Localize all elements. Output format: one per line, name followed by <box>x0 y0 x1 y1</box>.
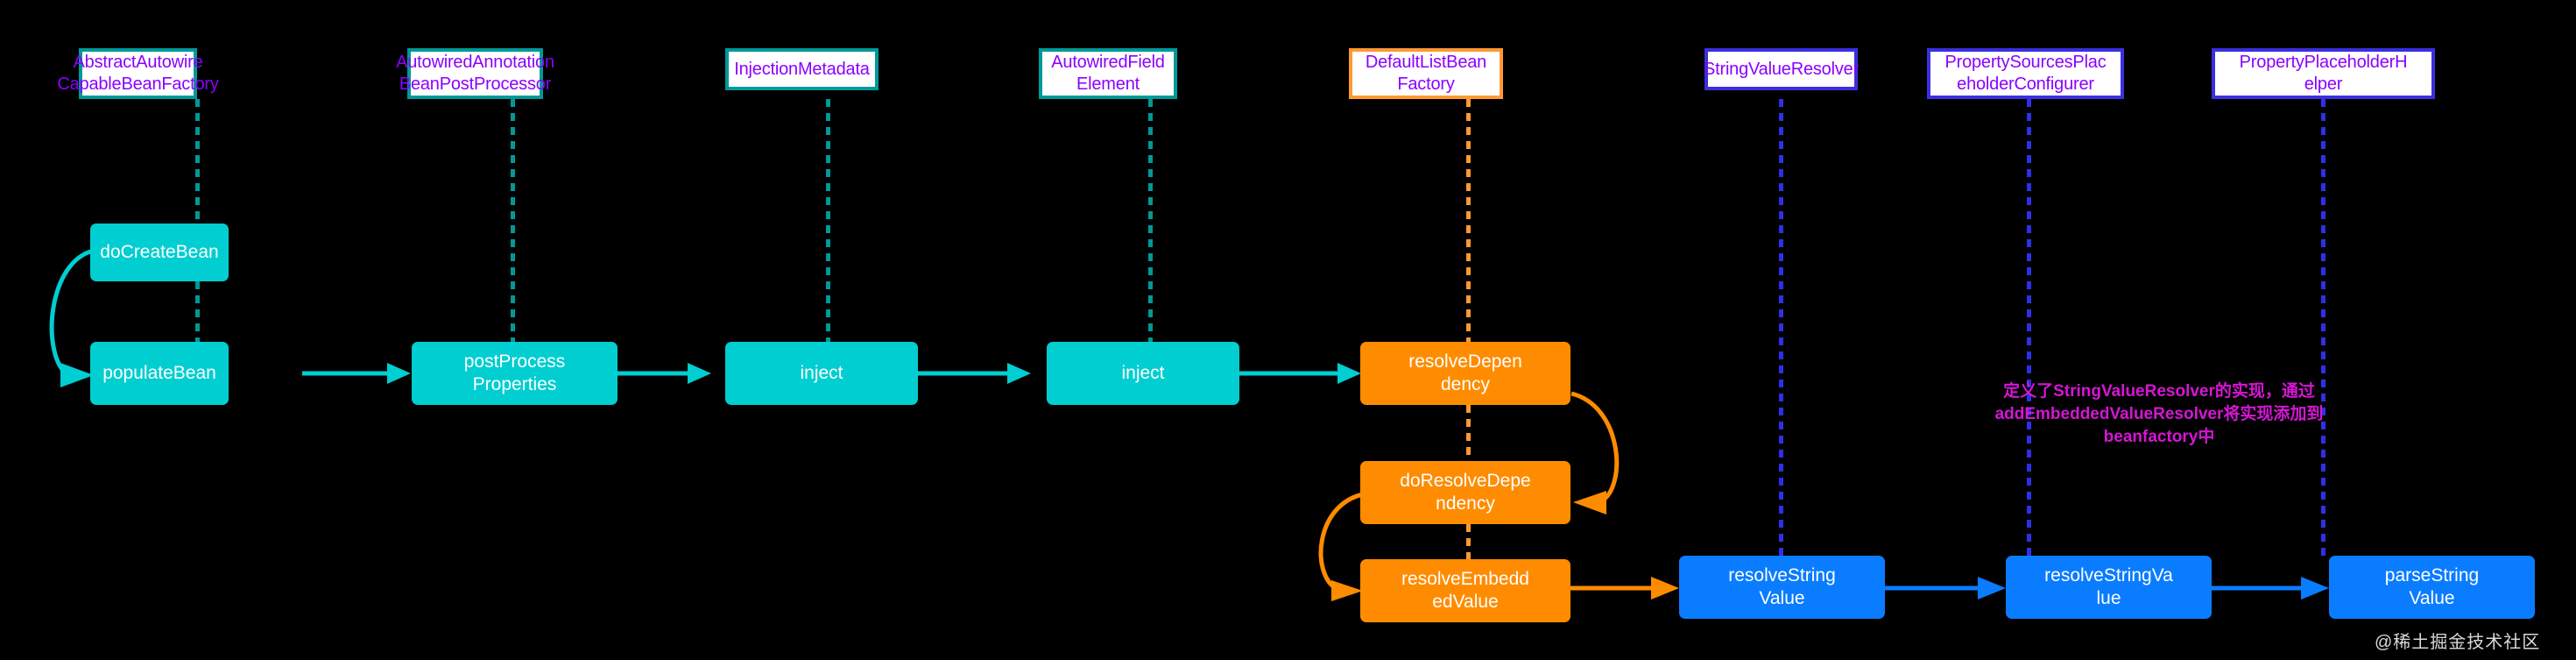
edge-postprocessproperties-to-inject-1 <box>618 355 712 394</box>
call-resolvestringvalue-2[interactable]: resolveStringVa lue <box>2006 556 2212 619</box>
lifeline-injection-metadata <box>826 99 830 353</box>
call-label: resolveEmbedd edValue <box>1401 569 1529 612</box>
edge-resolvestringvalue-to-resolvestringvalue-2 <box>1885 570 2008 609</box>
call-resolvestringvalue-1[interactable]: resolveString Value <box>1679 556 1885 619</box>
participant-label: PropertySourcesPlac eholderConfigurer <box>1944 53 2107 94</box>
call-label: parseString Value <box>2384 565 2480 608</box>
lifeline-default-list-bean-factory-segment-2 <box>1466 405 1471 466</box>
edge-inject-2-to-resolvedependency <box>1239 355 1362 394</box>
watermark-text: @稀土掘金技术社区 <box>2375 633 2541 652</box>
participant-label: AbstractAutowire CapableBeanFactory <box>57 53 219 94</box>
participant-property-placeholder-helper[interactable]: PropertyPlaceholderH elper <box>2212 48 2435 99</box>
lifeline-default-list-bean-factory-segment-3 <box>1466 524 1471 564</box>
note-string-value-resolver: 定义了StringValueResolver的实现，通过addEmbeddedV… <box>1953 358 2365 449</box>
call-label: resolveDepen dency <box>1408 351 1522 394</box>
participant-default-list-bean-factory[interactable]: DefaultListBean Factory <box>1349 48 1503 99</box>
participant-string-value-resolver[interactable]: StringValueResolver <box>1703 48 1860 90</box>
note-text: 定义了StringValueResolver的实现，通过addEmbeddedV… <box>1994 382 2324 446</box>
call-resolvedependency[interactable]: resolveDepen dency <box>1360 342 1570 405</box>
participant-injection-metadata[interactable]: InjectionMetadata <box>725 48 879 90</box>
call-label: inject <box>1121 363 1165 383</box>
watermark: @稀土掘金技术社区 <box>2375 628 2540 653</box>
call-label: postProcess Properties <box>463 351 566 394</box>
participant-property-sources-placeholder-configurer[interactable]: PropertySourcesPlac eholderConfigurer <box>1927 48 2124 99</box>
call-resolveembeddedvalue[interactable]: resolveEmbedd edValue <box>1360 559 1570 622</box>
edge-resolveembeddedvalue-to-resolvestringvalue <box>1570 570 1680 609</box>
participant-autowired-field-element[interactable]: AutowiredField Element <box>1039 48 1177 99</box>
edge-doresolvedependency-to-resolveembeddedvalue <box>1302 482 1398 622</box>
call-label: doResolveDepe ndency <box>1400 471 1531 514</box>
lifeline-property-sources-placeholder-configurer <box>2027 99 2031 559</box>
participant-label: AutowiredAnnotation BeanPostProcessor <box>396 53 554 94</box>
call-label: doCreateBean <box>100 242 219 262</box>
call-inject-2[interactable]: inject <box>1047 342 1239 405</box>
lifeline-property-placeholder-helper <box>2321 99 2325 559</box>
call-docreatebean[interactable]: doCreateBean <box>90 224 229 281</box>
call-doresolvedependency[interactable]: doResolveDepe ndency <box>1360 461 1570 524</box>
call-label: resolveStringVa lue <box>2044 565 2173 608</box>
call-label: inject <box>800 363 843 383</box>
call-label: populateBean <box>102 363 216 383</box>
participant-autowired-annotation-bean-post-processor[interactable]: AutowiredAnnotation BeanPostProcessor <box>396 48 554 99</box>
lifeline-string-value-resolver <box>1779 99 1783 559</box>
participant-label: InjectionMetadata <box>734 59 870 79</box>
edge-resolvedependency-to-doresolvedependency <box>1568 364 1673 522</box>
participant-abstract-autowire-capable-bean-factory[interactable]: AbstractAutowire CapableBeanFactory <box>57 48 219 99</box>
participant-label: DefaultListBean Factory <box>1365 53 1487 94</box>
call-label: resolveString Value <box>1728 565 1836 608</box>
participant-label: StringValueResolver <box>1703 59 1860 79</box>
edge-docreatebean-to-populatebean <box>31 219 136 412</box>
edge-inject-1-to-inject-2 <box>918 355 1032 394</box>
call-postprocessproperties[interactable]: postProcess Properties <box>412 342 618 405</box>
lifeline-autowired-field-element <box>1148 99 1153 353</box>
participant-label: PropertyPlaceholderH elper <box>2239 53 2408 94</box>
participant-label: AutowiredField Element <box>1051 53 1165 94</box>
lifeline-autowired-annotation-bean-post-processor <box>511 99 515 353</box>
call-parsestringvalue[interactable]: parseString Value <box>2329 556 2535 619</box>
call-inject-1[interactable]: inject <box>725 342 918 405</box>
lifeline-default-list-bean-factory <box>1466 99 1471 353</box>
edge-populatebean-to-postprocessproperties <box>302 355 412 394</box>
edge-resolvestringvalue-2-to-parsestringvalue <box>2212 570 2332 609</box>
call-populatebean[interactable]: populateBean <box>90 342 229 405</box>
